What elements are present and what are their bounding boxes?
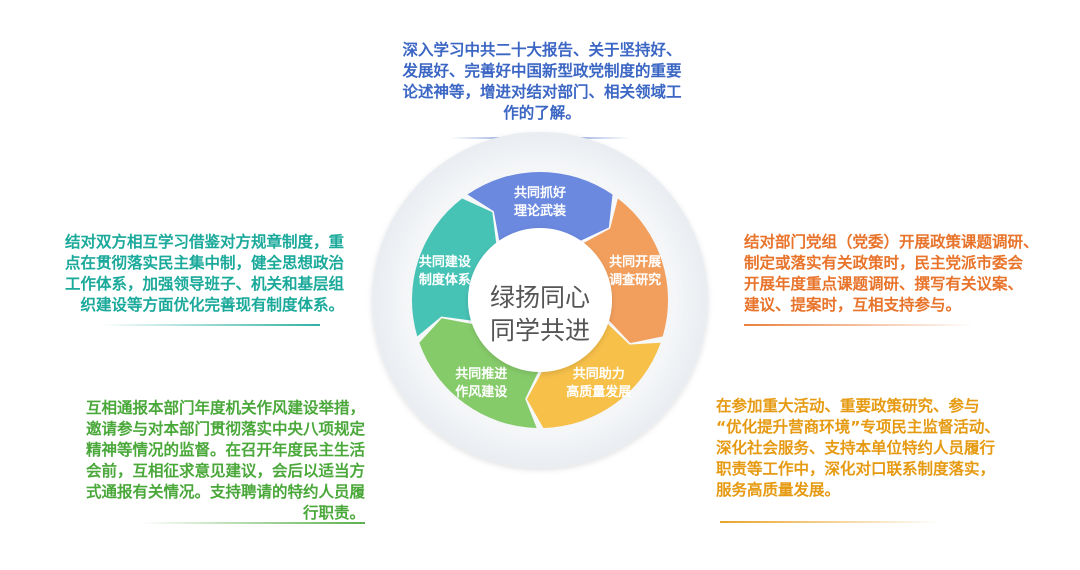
center-title-line2: 同学共进 [490,316,590,345]
segment-bottom-right-shape [526,324,661,428]
segment-bottom-right-label-line1: 共同助力 [573,366,625,382]
bottom-left-description-text: 互相通报本部门年度机关作风建设举措， 邀请参与对本部门贯彻落实中央八项规定 精神… [85,399,365,522]
segment-left-shape [412,198,497,337]
bottom-right-description-text: 在参加重大活动、重要政策研究、参与 “优化提升营商环境”专项民主监督活动、 深化… [716,397,1000,499]
segment-bottom-left-highlight [419,318,539,428]
bottom-left-description-block: 互相通报本部门年度机关作风建设举措， 邀请参与对本部门贯彻落实中央八项规定 精神… [20,398,365,524]
segment-left-highlight [412,198,497,337]
segment-left-label-line2: 制度体系 [419,272,471,288]
top-description-text: 深入学习中共二十大报告、关于坚持好、 发展好、完善好中国新型政党制度的重要 论述… [402,41,682,122]
segment-right-highlight [583,198,668,344]
segment-top-shape [467,171,613,241]
segment-left-label-line1: 共同建设 [419,254,472,270]
right-underline [744,324,974,326]
top-description-block: 深入学习中共二十大报告、关于坚持好、 发展好、完善好中国新型政党制度的重要 论述… [382,40,702,124]
segment-right-shape [583,198,668,344]
left-description-block: 结对双方相互学习借鉴对方规章制度，重 点在贯彻落实民主集中制，健全思想政治 工作… [14,232,344,316]
segment-right-label-line1: 共同开展 [609,254,662,270]
segment-bottom-left-shape [419,318,539,428]
bottom-left-underline [140,522,365,524]
segment-top-label-line2: 理论武装 [514,203,566,219]
right-description-text: 结对部门党组（党委）开展政策课题调研、 制定或落实有关政策时，民主党派市委会 开… [744,233,1039,314]
bottom-right-description-block: 在参加重大活动、重要政策研究、参与 “优化提升营商环境”专项民主监督活动、 深化… [716,396,1056,501]
segment-bottom-right-highlight [526,324,661,428]
segment-bottom-right-label-line2: 高质量发展 [566,384,632,400]
right-description-block: 结对部门党组（党委）开展政策课题调研、 制定或落实有关政策时，民主党派市委会 开… [744,232,1074,316]
left-underline [100,324,320,326]
left-description-text: 结对双方相互学习借鉴对方规章制度，重 点在贯彻落实民主集中制，健全思想政治 工作… [64,233,344,314]
segment-bottom-left-label-line2: 作风建设 [455,384,508,400]
segments-layer: 共同抓好理论武装共同开展调查研究共同助力高质量发展共同推进作风建设共同建设制度体… [412,171,668,428]
bottom-right-underline [720,521,940,523]
segment-right-label-line2: 调查研究 [609,272,661,288]
segment-bottom-left-label-line1: 共同推进 [455,366,507,382]
segment-top-label-line1: 共同抓好 [514,185,566,201]
center-title-line1: 绿扬同心 [490,283,590,312]
inner-disc [468,228,612,372]
segment-top-highlight [467,171,613,241]
